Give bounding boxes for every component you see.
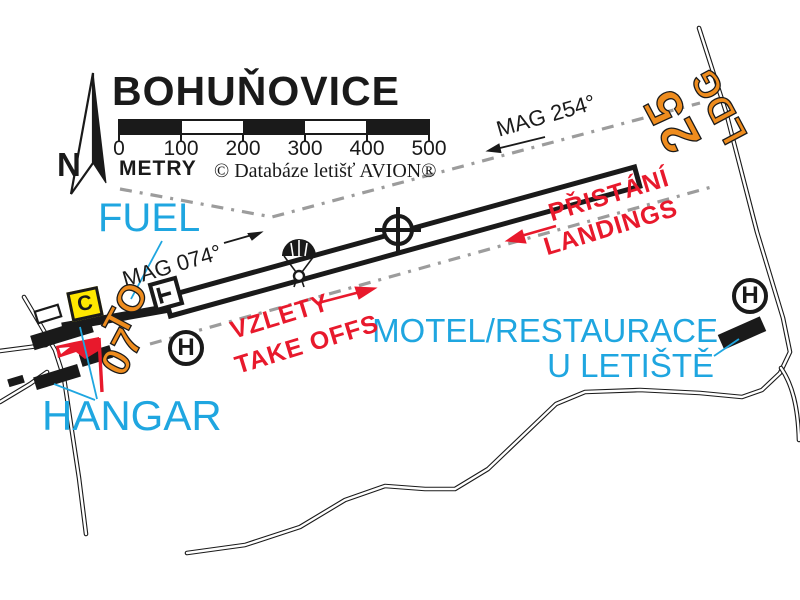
scale-segment: [243, 121, 305, 133]
scale-tick-label: 500: [411, 137, 447, 160]
helipad-circle-west: [168, 330, 204, 366]
helipad-label-east: H: [741, 282, 759, 309]
scale-segment: [304, 121, 367, 133]
buildings: [7, 303, 767, 390]
circuit-square-icon: [147, 275, 185, 313]
leader-lines: [53, 240, 740, 401]
scale-tick-label: 300: [287, 137, 323, 160]
helipad-circle-east: [732, 278, 768, 314]
airfield-boundary-lines: [119, 101, 716, 346]
motel-label-line1: MOTEL/RESTAURACE: [372, 312, 718, 349]
scale-tick-label: 400: [349, 137, 385, 160]
north-arrow-icon: [69, 72, 107, 195]
crosshair-icon: [375, 207, 421, 253]
scale-tick-label: 0: [113, 137, 125, 160]
copyright-note: © Databáze letišť AVION®: [214, 160, 437, 182]
scale-tick-label: 100: [163, 137, 199, 160]
checkpoint-c-label: C: [75, 290, 95, 317]
scale-unit-label: METRY: [119, 157, 197, 180]
page-title: BOHUŇOVICE: [112, 68, 400, 114]
scale-segment: [181, 121, 244, 133]
windsock-icon: [56, 337, 104, 393]
parachute-icon: [282, 239, 316, 288]
helipad-label-west: H: [177, 334, 195, 361]
scale-tick-label: 200: [225, 137, 261, 160]
scale-segment: [366, 121, 428, 133]
mag-arrows: [223, 136, 546, 244]
motel-label-line2: U LETIŠTĚ: [547, 347, 714, 384]
building-outline: [33, 303, 63, 325]
fuel-label: FUEL: [98, 196, 201, 240]
scale-segment: [120, 121, 182, 133]
ops-arrows: [317, 224, 557, 305]
motel-building: [717, 316, 767, 350]
scale-bar: [118, 119, 430, 135]
north-label: N: [57, 146, 81, 183]
hangar-label: HANGAR: [42, 392, 222, 439]
